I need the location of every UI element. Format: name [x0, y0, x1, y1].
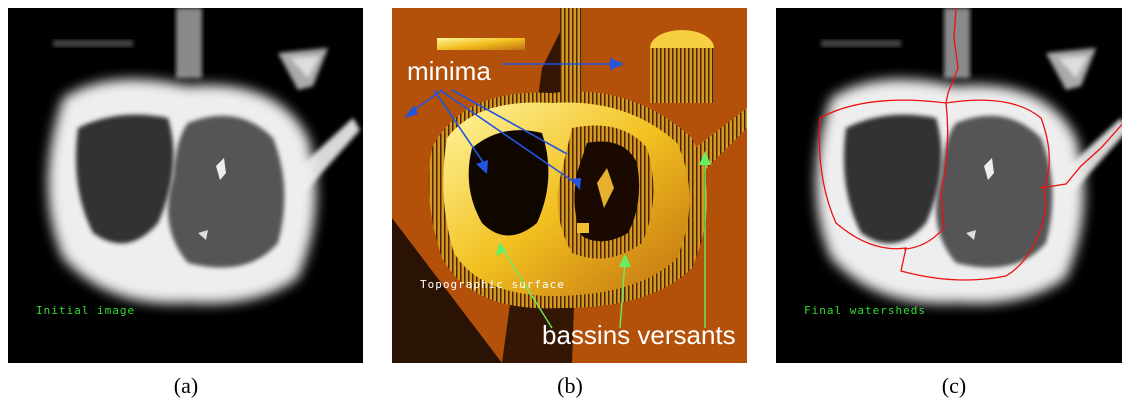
initial-image-panel: Initial image — [8, 8, 363, 363]
caption-a: (a) — [173, 373, 199, 398]
caption-b: (b) — [557, 373, 583, 398]
topographic-surface-label: Topographic surface — [420, 278, 565, 291]
caption-c: (c) — [941, 373, 967, 398]
final-watersheds-label: Final watersheds — [804, 304, 926, 317]
topographic-surface — [392, 8, 747, 363]
minima-annotation: minima — [407, 56, 491, 86]
basins-annotation: bassins versants — [542, 320, 736, 350]
watershed-lines — [818, 8, 1122, 281]
final-watersheds-panel: Final watersheds — [776, 8, 1122, 363]
topographic-surface-panel: minima Topographic surface bassins versa… — [392, 8, 747, 363]
initial-image-label: Initial image — [36, 304, 136, 317]
final-watersheds-image — [776, 8, 1122, 363]
initial-image — [8, 8, 363, 363]
